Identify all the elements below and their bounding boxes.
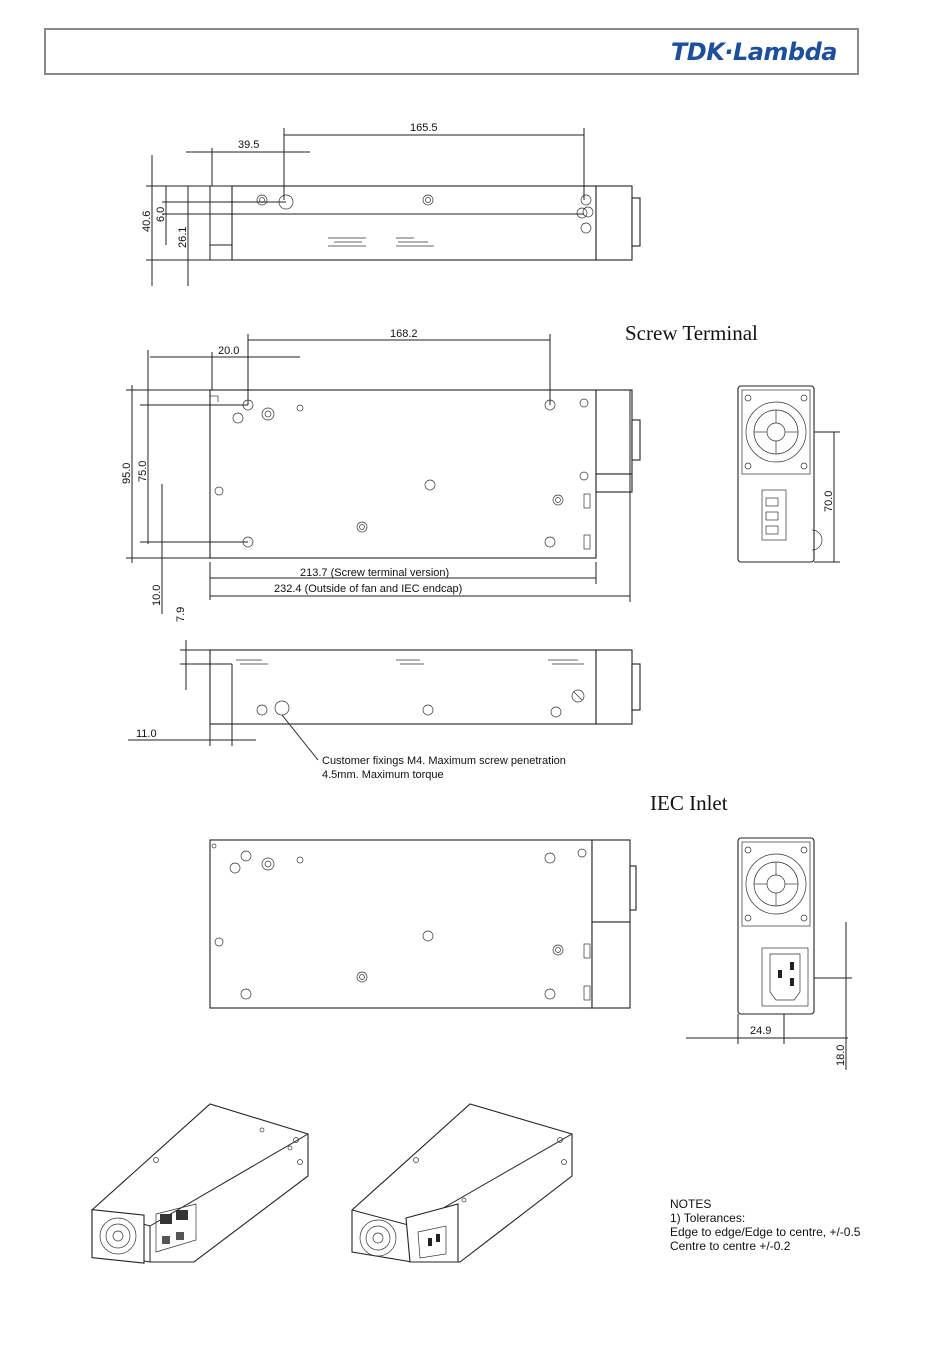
callout-line-1: Customer fixings M4. Maximum screw penet… — [322, 755, 566, 767]
notes-item-3: Centre to centre +/-0.2 — [670, 1239, 791, 1253]
iso-view-screw — [91, 1103, 309, 1264]
dim-10-0: 10.0 — [151, 585, 163, 606]
dim-11-0: 11.0 — [136, 728, 157, 740]
dim-95-0: 95.0 — [121, 463, 133, 484]
notes-item-1: 1) Tolerances: — [670, 1211, 745, 1225]
side-view: 7.9 11.0 Customer fixings M4. Maximum sc… — [128, 607, 641, 781]
dim-20-0: 20.0 — [218, 345, 239, 357]
plan-view-screw: Screw Terminal 168.2 20.0 — [121, 321, 758, 614]
dim-18-0: 18.0 — [835, 1045, 847, 1066]
top-view-body — [231, 185, 597, 261]
tdk-lambda-logo: TDK·Lambda — [670, 38, 838, 66]
dim-70-0: 70.0 — [823, 491, 835, 512]
logo-lambda: Lambda — [732, 38, 838, 66]
plan-view-body — [209, 389, 597, 559]
notes-item-2: Edge to edge/Edge to centre, +/-0.5 — [670, 1225, 861, 1239]
end-view-screw: 70.0 — [737, 385, 840, 563]
dim-75-0: 75.0 — [137, 461, 149, 482]
dim-40-6: 40.6 — [141, 211, 153, 232]
iec-inlet-title: IEC Inlet — [650, 791, 728, 815]
callout-line-2: 4.5mm. Maximum torque — [322, 769, 444, 781]
iso-view-iec — [351, 1103, 573, 1263]
plan-view-iec: IEC Inlet — [209, 791, 728, 1009]
dim-168-2: 168.2 — [390, 328, 418, 340]
dim-213-7: 213.7 (Screw terminal version) — [300, 567, 449, 579]
logo-separator: · — [724, 38, 733, 66]
top-view: 165.5 39.5 40.6 6.0 26.1 — [141, 122, 641, 286]
dim-232-4: 232.4 (Outside of fan and IEC endcap) — [274, 583, 462, 595]
screw-terminal-title: Screw Terminal — [625, 321, 758, 345]
notes: NOTES 1) Tolerances: Edge to edge/Edge t… — [670, 1197, 861, 1253]
iec-plan-body — [209, 839, 593, 1009]
logo-tdk: TDK — [670, 38, 725, 66]
dim-39-5: 39.5 — [238, 139, 259, 151]
notes-heading: NOTES — [670, 1197, 711, 1211]
dim-7-9: 7.9 — [175, 607, 187, 622]
header-frame: TDK·Lambda — [44, 28, 859, 75]
dim-6-0: 6.0 — [155, 207, 167, 222]
end-view-iec: 24.9 18.0 — [686, 837, 852, 1070]
dim-24-9: 24.9 — [750, 1025, 771, 1037]
dim-165-5: 165.5 — [410, 122, 438, 134]
side-view-body — [209, 649, 597, 725]
dim-26-1: 26.1 — [177, 227, 189, 248]
